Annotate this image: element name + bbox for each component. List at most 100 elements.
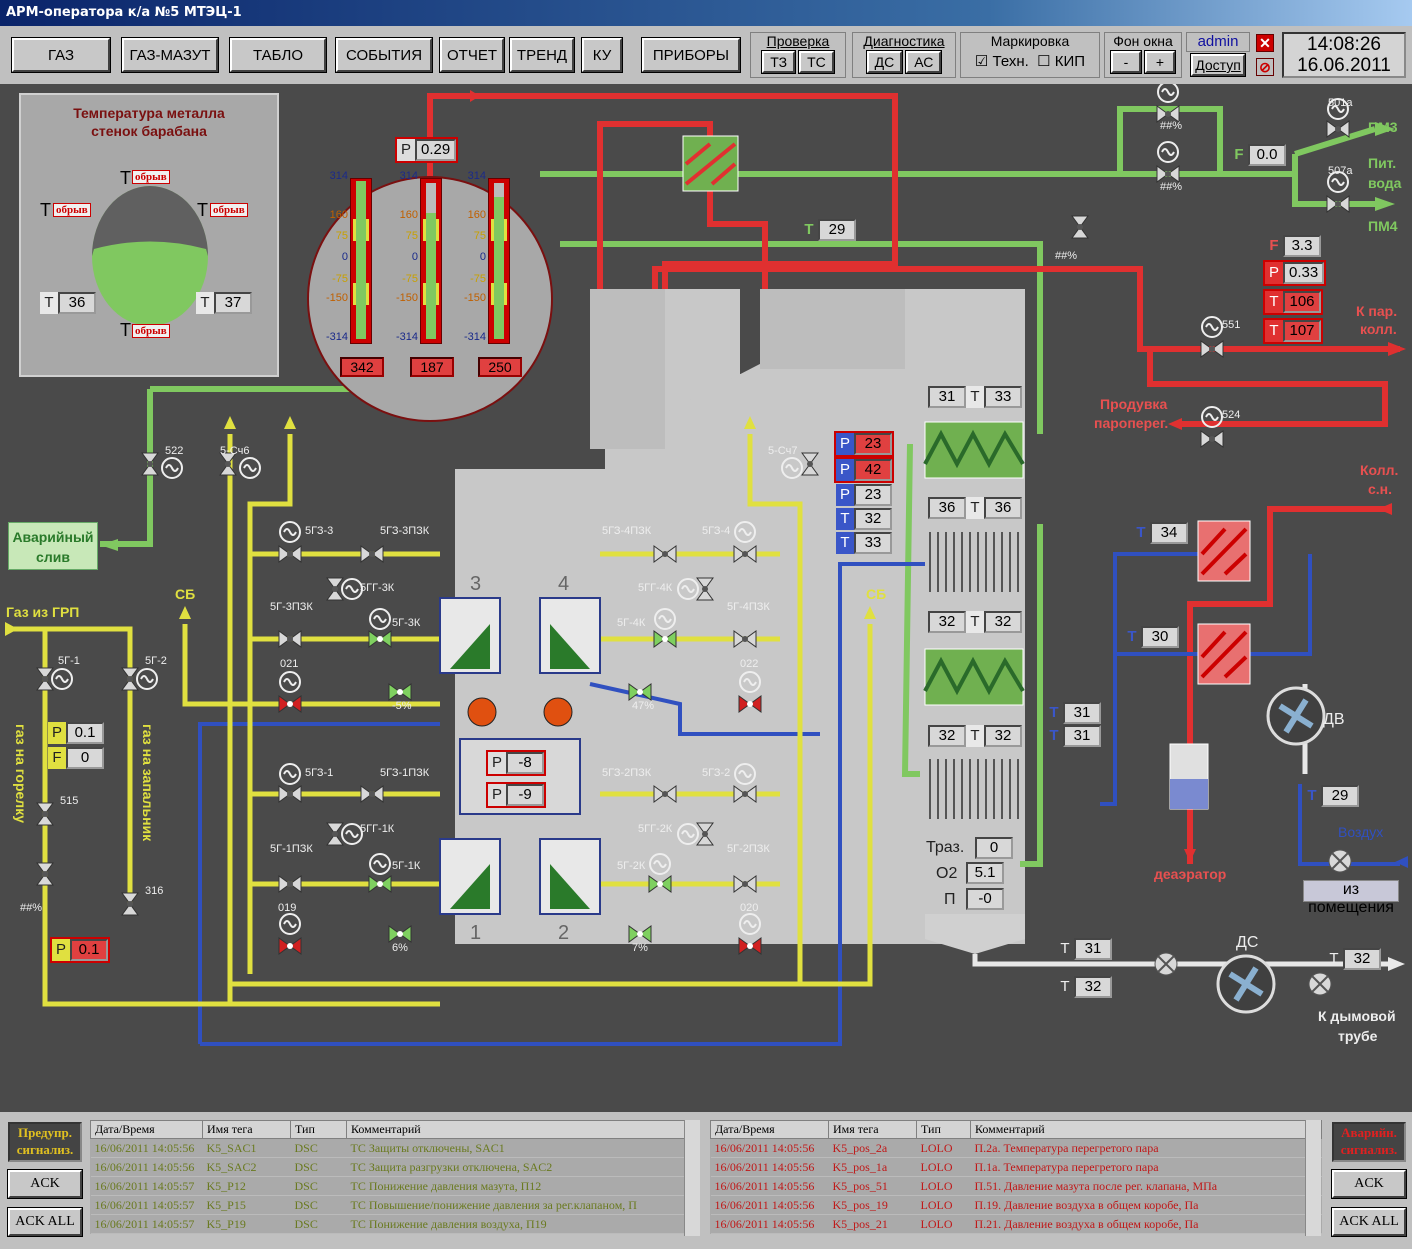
access-button[interactable]: Доступ (1191, 54, 1245, 76)
alarm-ackall-button[interactable]: ACK ALL (1332, 1208, 1406, 1236)
tablo-button[interactable]: ТАБЛО (230, 38, 326, 72)
warn-scrollbar[interactable] (684, 1120, 700, 1236)
alarm-scrollbar[interactable] (1305, 1120, 1321, 1236)
tech-label: Техн. (992, 53, 1029, 70)
p23b-label: P (836, 484, 854, 506)
label-vozduh: Воздух (1338, 824, 1383, 840)
alarm-col-type[interactable]: Тип (916, 1120, 971, 1139)
burner-label-4: 4 (558, 573, 569, 595)
gauge-tick: 75 (405, 230, 418, 242)
ts-button[interactable]: ТС (799, 51, 834, 73)
alarm-cell-dt: 16/06/2011 14:05:56 (710, 1157, 829, 1177)
gas-button[interactable]: ГАЗ (12, 38, 110, 72)
flame-indicator-4 (543, 697, 573, 727)
warn-cell-tag: K5_SAC1 (202, 1138, 291, 1158)
alarm-cell-comment: П.2а. Температура перегретого пара (970, 1138, 1322, 1158)
gauge-tick: -314 (325, 331, 348, 343)
drum-t-right-label: T (197, 200, 208, 220)
alarm-cell-type: LOLO (916, 1138, 971, 1158)
gauge-value-2: 187 (410, 357, 454, 377)
burner-label-3: 3 (470, 573, 481, 595)
p01b-value: 0.1 (70, 939, 108, 961)
forbidden-icon[interactable]: ⊘ (1256, 58, 1274, 76)
warn-indicator: Предупр.сигнализ. (8, 1122, 82, 1162)
valve-5gz3: 5ГЗ-3 (305, 525, 333, 537)
valve-pos-6: 6% (392, 942, 408, 954)
t31b-label: T (1049, 727, 1059, 744)
conv1-b: 33 (984, 386, 1022, 408)
warn-col-comment[interactable]: Комментарий (346, 1120, 700, 1139)
valve-5gz3pzk: 5ГЗ-3ПЗК (380, 525, 430, 537)
t107-value: 107 (1283, 320, 1321, 342)
warn-cell-comment: ТС Понижение давления воздуха, П19 (346, 1214, 700, 1234)
warn-cell-dt: 16/06/2011 14:05:57 (90, 1214, 203, 1234)
events-button[interactable]: СОБЫТИЯ (336, 38, 432, 72)
alarm-ack-button[interactable]: ACK (1332, 1170, 1406, 1198)
check-label: Проверка (766, 33, 830, 49)
valve-5g2k: 5Г-2К (617, 860, 646, 872)
air-from-room[interactable]: из помещения (1303, 880, 1399, 916)
as-button[interactable]: АС (906, 51, 942, 73)
gauge-tick: -75 (332, 273, 348, 285)
gauge-p-value: 0.29 (415, 139, 457, 161)
ds-button[interactable]: ДС (866, 51, 903, 73)
t106-value: 106 (1283, 291, 1321, 313)
valve-5-sch6: 5-Сч6 (220, 445, 249, 457)
pm8-label: P (488, 752, 506, 774)
conv4-a: 32 (928, 725, 966, 747)
alarm-col-comment[interactable]: Комментарий (970, 1120, 1322, 1139)
close-icon[interactable]: ✕ (1256, 34, 1274, 52)
bg-minus-button[interactable]: - (1111, 51, 1141, 73)
gauge-tick: 0 (341, 251, 348, 263)
warn-col-dt[interactable]: Дата/Время (90, 1120, 203, 1139)
report-button[interactable]: ОТЧЕТ (440, 38, 504, 72)
pribory-button[interactable]: ПРИБОРЫ (642, 38, 740, 72)
valve-5g1k: 5Г-1К (392, 860, 421, 872)
label-deaerator: деаэратор (1154, 866, 1226, 882)
alarm-col-dt[interactable]: Дата/Время (710, 1120, 829, 1139)
ku-button[interactable]: КУ (582, 38, 622, 72)
label-avar: Аварийный (12, 529, 94, 545)
gauge-bar-1 (350, 178, 372, 344)
bg-plus-button[interactable]: + (1145, 51, 1175, 73)
warn-cell-type: DSC (290, 1214, 347, 1234)
alarm-indicator: Аварийн.сигнализ. (1332, 1122, 1406, 1162)
drum-t-left-label: T (40, 200, 51, 220)
alarm-area: Предупр.сигнализ. ACK ACK ALL Дата/Время… (0, 1112, 1412, 1249)
f0-value: 0 (66, 747, 104, 769)
valve-316: 316 (145, 885, 163, 897)
t106-label: T (1265, 291, 1283, 313)
gas-mazut-button[interactable]: ГАЗ-МАЗУТ (122, 38, 218, 72)
kip-checkbox[interactable]: ☐ (1037, 53, 1051, 70)
traz-value: 0 (975, 837, 1013, 859)
tech-checkbox[interactable]: ☑ (974, 53, 989, 70)
drum-t-br: 37 (214, 292, 252, 314)
conv2-a: 36 (928, 497, 966, 519)
valve-pos-7: 7% (632, 942, 648, 954)
label-gaz-zapalnik: газ на запальник (140, 724, 156, 842)
tg1-label: T (1060, 940, 1070, 957)
tz-button[interactable]: ТЗ (762, 51, 796, 73)
alarm-col-tag[interactable]: Имя тега (828, 1120, 917, 1139)
tg1-value: 31 (1074, 938, 1112, 960)
gauge-tick: 314 (399, 170, 418, 182)
t33-label: T (836, 532, 854, 554)
warn-ackall-button[interactable]: ACK ALL (8, 1208, 82, 1236)
warn-col-type[interactable]: Тип (290, 1120, 347, 1139)
trend-button[interactable]: ТРЕНД (510, 38, 574, 72)
drum-t-bl: 36 (58, 292, 96, 314)
label-pm4: ПМ4 (1368, 218, 1398, 234)
warn-col-tag[interactable]: Имя тега (202, 1120, 291, 1139)
warn-ack-button[interactable]: ACK (8, 1170, 82, 1198)
